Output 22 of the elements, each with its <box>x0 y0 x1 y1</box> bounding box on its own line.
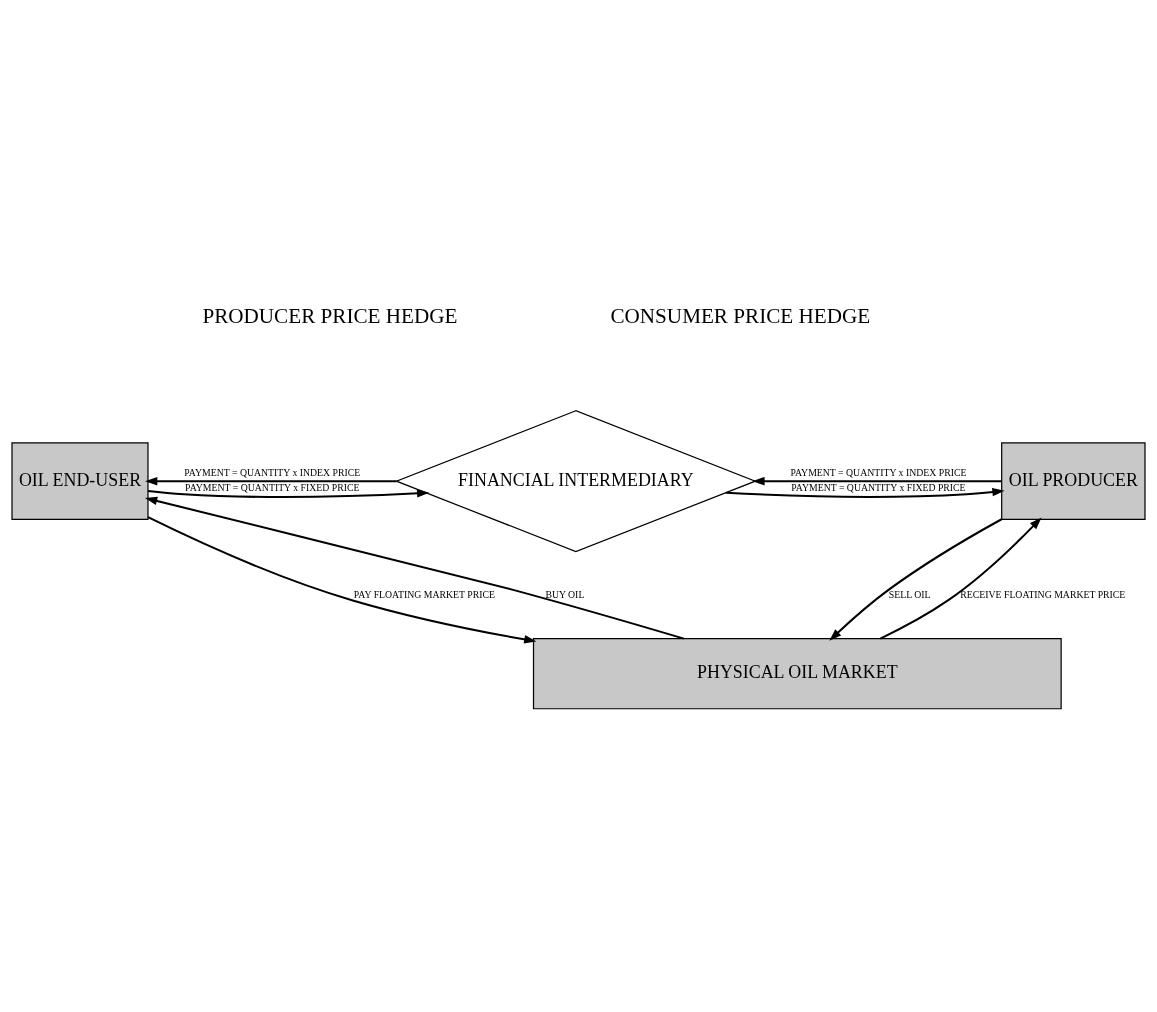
edge-label: PAYMENT = QUANTITY x FIXED PRICE <box>185 482 360 494</box>
arrow <box>725 487 1005 498</box>
edge-label: SELL OIL <box>888 588 931 600</box>
edge-label: PAYMENT = QUANTITY x INDEX PRICE <box>184 466 361 478</box>
edge-label: PAY FLOATING MARKET PRICE <box>353 588 495 600</box>
edge-label: BUY OIL <box>545 588 585 600</box>
label: PRODUCER PRICE HEDGE <box>202 304 458 329</box>
node-box: OIL PRODUCER <box>1001 442 1146 521</box>
edge-label: RECEIVE FLOATING MARKET PRICE <box>960 588 1126 600</box>
label: CONSUMER PRICE HEDGE <box>610 304 871 329</box>
node-box: OIL END-USER <box>11 442 149 521</box>
edge-label: PAYMENT = QUANTITY x FIXED PRICE <box>791 482 966 494</box>
arrow <box>145 496 685 640</box>
arrow <box>752 476 1002 486</box>
edge-label: PAYMENT = QUANTITY x INDEX PRICE <box>790 466 967 478</box>
arrow <box>147 489 430 499</box>
arrow <box>829 518 1003 641</box>
node-diamond: FINANCIAL INTERMEDIARY <box>394 410 757 553</box>
arrow <box>147 516 537 644</box>
arrow <box>879 517 1042 640</box>
arrow <box>145 476 397 486</box>
node-box: PHYSICAL OIL MARKET <box>532 638 1062 710</box>
